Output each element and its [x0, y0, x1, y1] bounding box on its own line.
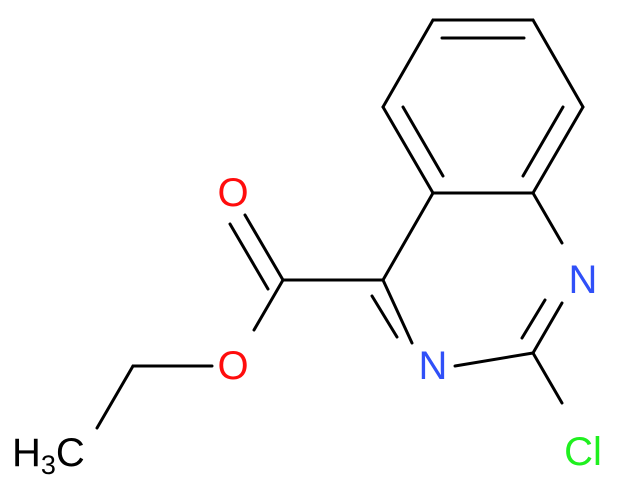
bond-c4a-c8a [381, 105, 435, 195]
atom-methyl-group: H3C [12, 431, 85, 480]
bond-c4a-c8a-inner [401, 105, 445, 178]
bond-c6-c7 [531, 18, 585, 109]
bond-n1-c2-inner [520, 298, 547, 340]
bond-ch2-ch3 [95, 364, 135, 430]
atom-oxygen-carbonyl: O [217, 171, 248, 215]
methyl-carbon: C [56, 431, 85, 475]
atom-chlorine: Cl [564, 430, 602, 474]
methyl-subscript: 3 [41, 450, 56, 480]
bond-n3-c4 [381, 278, 414, 345]
bond-carbonyl-o-double-b [228, 222, 270, 291]
substituent-bonds [95, 213, 564, 430]
pyrimidine-ring [370, 191, 564, 368]
atom-labels: O O N N Cl H3C [12, 171, 602, 480]
bond-c4a-c5 [381, 18, 435, 109]
bond-c2-n3 [453, 351, 535, 368]
benzene-ring [381, 18, 585, 195]
bond-c2-cl [531, 351, 564, 405]
bond-n1-c2 [531, 301, 564, 355]
methyl-hydrogen: H [12, 431, 41, 475]
atom-nitrogen-1: N [569, 258, 598, 302]
atom-oxygen-ester: O [217, 344, 248, 388]
bond-c7-c8-inner [521, 105, 565, 178]
atom-nitrogen-3: N [419, 344, 448, 388]
bond-n3-c4-inner [370, 294, 399, 339]
bond-c7-c8 [531, 105, 585, 195]
bond-c4-c8a [381, 191, 435, 282]
bond-c8a-n1 [531, 191, 564, 245]
bond-carbonyl-o-ester [252, 278, 285, 332]
bond-carbonyl-o-double-a [243, 213, 285, 282]
